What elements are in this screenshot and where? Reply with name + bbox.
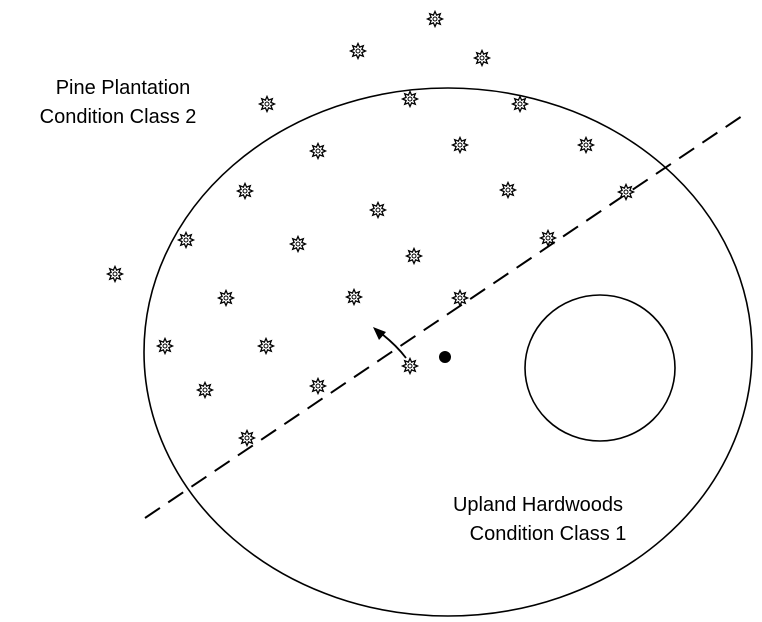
upland-condition-class-label: Condition Class 1 <box>470 523 627 545</box>
tree-icon-center <box>355 48 361 54</box>
tree-icon <box>368 200 388 220</box>
tree-icon-center <box>479 55 485 61</box>
tree-icon <box>616 182 636 202</box>
plot-boundary-circle <box>143 87 753 617</box>
tree-icon-center <box>623 189 629 195</box>
tree-icon <box>510 94 530 114</box>
tree-icon <box>538 228 558 248</box>
tree-icon-center <box>223 295 229 301</box>
tree-icon-center <box>244 435 250 441</box>
tree-icon-center <box>351 294 357 300</box>
tree-icon-center <box>583 142 589 148</box>
arrow-icon <box>373 327 407 359</box>
tree-icon <box>472 48 492 68</box>
pine-condition-class-label: Condition Class 2 <box>40 106 197 128</box>
tree-icon <box>216 288 236 308</box>
tree-icon-center <box>183 237 189 243</box>
plot-center-dot-icon <box>439 351 451 363</box>
tree-icon <box>425 9 445 29</box>
tree-icon <box>308 141 328 161</box>
tree-icon <box>450 135 470 155</box>
upland-hardwoods-label: Upland Hardwoods <box>453 494 623 516</box>
inner-subplot-circle <box>524 294 676 442</box>
tree-icon <box>155 336 175 356</box>
tree-icon <box>450 288 470 308</box>
tree-icon <box>576 135 596 155</box>
condition-boundary-line <box>144 111 749 519</box>
tree-icon <box>404 246 424 266</box>
tree-icon-center <box>407 96 413 102</box>
tree-icon-center <box>295 241 301 247</box>
tree-icon-center <box>263 343 269 349</box>
tree-icon <box>344 287 364 307</box>
tree-icon-center <box>457 142 463 148</box>
tree-icon-center <box>315 148 321 154</box>
tree-icon-center <box>315 383 321 389</box>
pine-plantation-label: Pine Plantation <box>56 77 191 99</box>
tree-icon <box>237 428 257 448</box>
tree-icon <box>498 180 518 200</box>
tree-icon <box>348 41 368 61</box>
tree-icon <box>308 376 328 396</box>
tree-icon <box>400 356 420 376</box>
tree-icon-center <box>242 188 248 194</box>
tree-icon <box>235 181 255 201</box>
tree-icon <box>288 234 308 254</box>
tree-icon-center <box>407 363 413 369</box>
tree-icon <box>105 264 125 284</box>
tree-group <box>105 9 636 448</box>
tree-icon-center <box>411 253 417 259</box>
tree-icon-center <box>457 295 463 301</box>
tree-icon-center <box>162 343 168 349</box>
tree-icon-center <box>545 235 551 241</box>
tree-icon-center <box>375 207 381 213</box>
tree-icon-center <box>517 101 523 107</box>
tree-icon <box>400 89 420 109</box>
tree-icon <box>257 94 277 114</box>
tree-icon-center <box>112 271 118 277</box>
tree-icon-center <box>432 16 438 22</box>
tree-icon <box>256 336 276 356</box>
tree-icon-center <box>202 387 208 393</box>
tree-icon <box>176 230 196 250</box>
tree-icon <box>195 380 215 400</box>
tree-icon-center <box>264 101 270 107</box>
tree-icon-center <box>505 187 511 193</box>
